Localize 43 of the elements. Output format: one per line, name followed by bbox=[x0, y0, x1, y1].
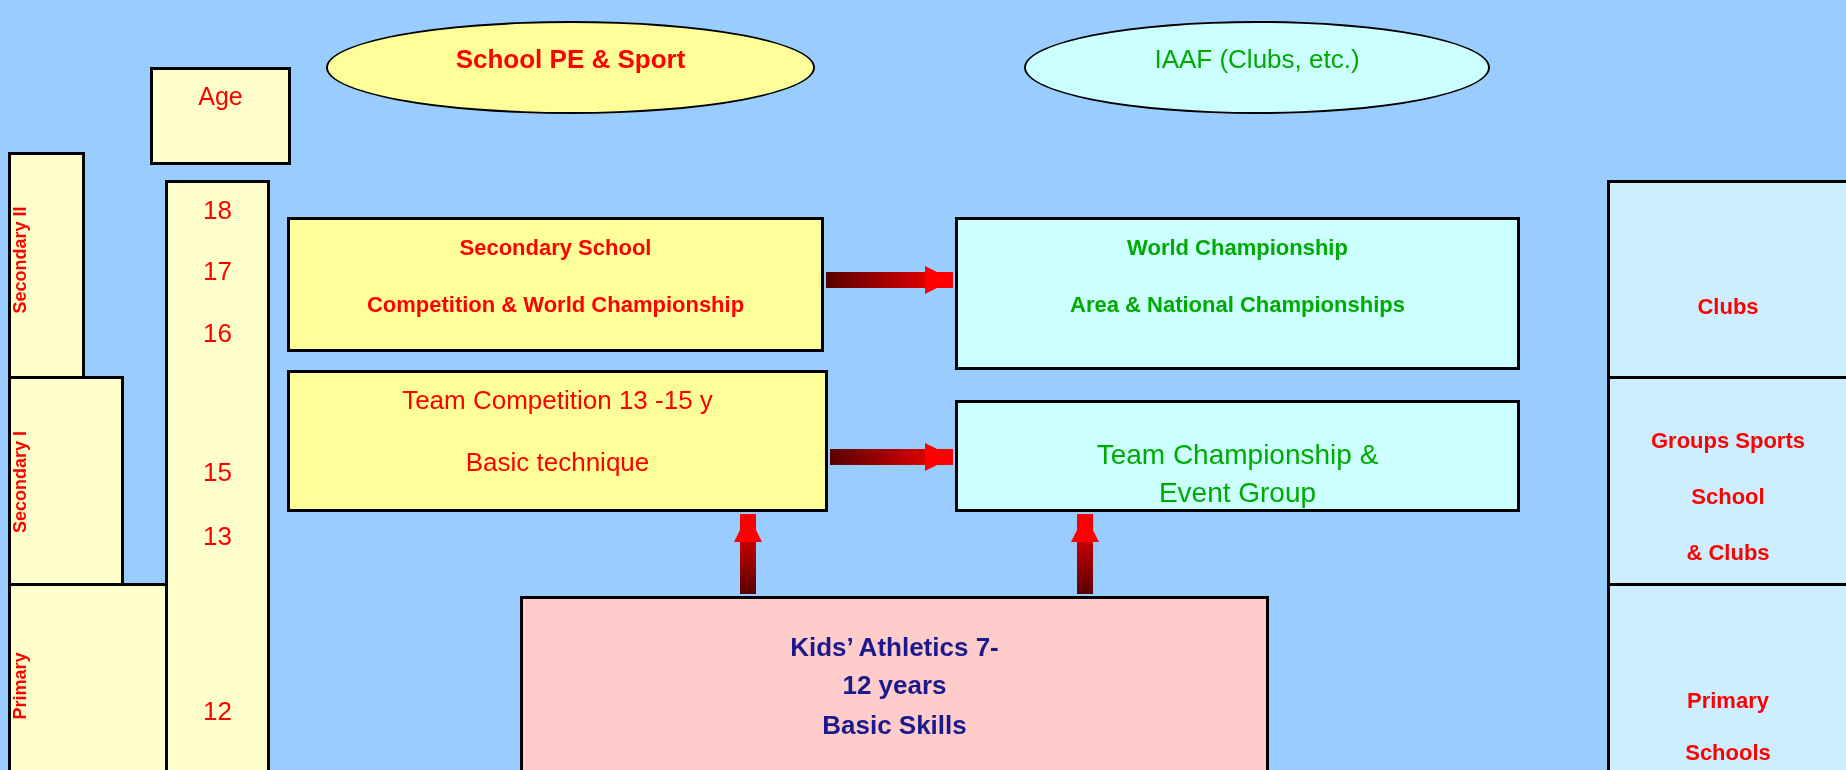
block-arrow bbox=[830, 443, 953, 471]
node-text: Basic Skills bbox=[822, 709, 967, 742]
block-arrow bbox=[826, 266, 953, 294]
age-number: 15 bbox=[203, 456, 232, 488]
stage-box bbox=[8, 583, 168, 770]
age-number: 16 bbox=[203, 317, 232, 349]
process-box bbox=[520, 596, 1269, 770]
age-number: 13 bbox=[203, 520, 232, 552]
stage-label: Secondary II bbox=[9, 206, 30, 314]
node-text: Team Championship & Event Group bbox=[1095, 438, 1380, 510]
node-text: & Clubs bbox=[1686, 540, 1770, 566]
node-text: Team Competition 13 -15 y bbox=[402, 384, 713, 416]
process-box bbox=[955, 400, 1520, 512]
node-text: Clubs bbox=[1697, 294, 1759, 320]
age-number: 18 bbox=[203, 194, 232, 226]
node-text: Groups Sports bbox=[1651, 428, 1805, 454]
stage-label: Primary bbox=[9, 652, 30, 720]
stage-box bbox=[8, 152, 85, 379]
age-number: 17 bbox=[203, 255, 232, 287]
process-box bbox=[287, 370, 828, 512]
stage-box bbox=[8, 376, 124, 586]
sector-box bbox=[1607, 376, 1846, 586]
node-text: Area & National Championships bbox=[1070, 292, 1405, 318]
node-text: World Championship bbox=[1127, 235, 1348, 261]
sector-box bbox=[1607, 583, 1846, 770]
node-text: Basic technique bbox=[465, 446, 650, 478]
node-text: School bbox=[1691, 484, 1765, 510]
node-text: Kids’ Athletics 7-12 years bbox=[789, 631, 1000, 702]
node-text: IAAF (Clubs, etc.) bbox=[1154, 43, 1360, 75]
node-text: Primary Schools bbox=[1684, 687, 1772, 767]
age-column bbox=[165, 180, 270, 770]
node-text: Secondary School bbox=[459, 235, 652, 261]
sector-box bbox=[1607, 180, 1846, 379]
node-text: Competition & World Championship bbox=[366, 292, 745, 318]
process-box bbox=[287, 217, 824, 352]
block-arrow bbox=[1071, 514, 1099, 594]
node-text: Age bbox=[198, 81, 243, 111]
block-arrow bbox=[734, 514, 762, 594]
stage-label: Secondary I bbox=[9, 431, 30, 533]
header-box bbox=[150, 67, 291, 165]
age-number: 12 bbox=[203, 695, 232, 727]
process-box bbox=[955, 217, 1520, 370]
node-text: School PE & Sport bbox=[455, 43, 686, 75]
